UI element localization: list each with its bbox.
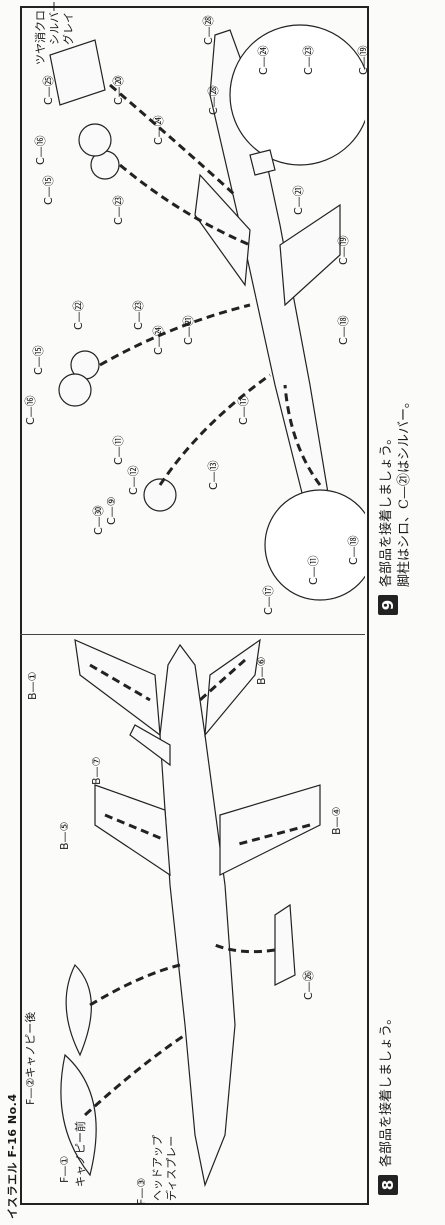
label-b5: B—⑤ (58, 821, 71, 850)
step-8-number: 8 (378, 1175, 398, 1195)
label-f1-name: キャノピー前 (74, 1121, 87, 1187)
part-c18b (249, 149, 276, 176)
label-c28: C—㉘ (207, 85, 220, 115)
wing-step9-upper (194, 173, 251, 287)
label-c25: C—㉕ (42, 75, 55, 105)
label-c15b: C—⑮ (42, 175, 55, 205)
step-8-text: 各部品を接着しましょう。 (379, 1011, 394, 1167)
label-c24b: C—㉔ (152, 115, 165, 145)
f16-fuselage-step8 (159, 643, 236, 1188)
wing-b4 (219, 784, 321, 876)
assembly-illustration (49, 24, 365, 1188)
label-c24c: C—㉔ (257, 45, 270, 75)
label-c23c: C—㉓ (302, 45, 315, 75)
label-c18: C—⑱ (337, 315, 350, 345)
label-c23b: C—㉓ (112, 195, 125, 225)
label-b1: B—① (26, 671, 39, 700)
step-9-text: 各部品を接着しましょう。 (379, 431, 394, 587)
label-c22: C—㉒ (72, 300, 85, 330)
label-c17: C—⑰ (237, 395, 250, 425)
label-gray: グレイ (62, 12, 75, 45)
label-c21: C—㉑ (182, 315, 195, 345)
tail-b7 (129, 724, 171, 767)
label-b7: B—⑦ (90, 756, 103, 785)
canopy-rear-f2 (65, 963, 92, 1057)
label-c26: C—㉖ (302, 970, 315, 1000)
label-f3: F—③ (135, 1177, 148, 1205)
wing-b5 (94, 784, 171, 877)
f16-fuselage-step9 (209, 29, 331, 566)
label-c12: C—⑫ (127, 465, 140, 495)
label-c28b: C—㉘ (202, 15, 215, 45)
wing-step9-lower (279, 203, 341, 307)
step-9-note: 脚柱はシロ、C—㉑はシルバー。 (397, 395, 412, 587)
label-c20: C—⑳ (112, 75, 125, 105)
label-c19: C—⑲ (337, 235, 350, 265)
detail-inset-nose (264, 489, 365, 601)
wheel-c16b (78, 123, 112, 157)
sheet-header: イスラエル F-16 No.4 (6, 1093, 19, 1219)
detail-inset-main (229, 24, 365, 166)
step-8-caption: 8 各部品を接着しましょう。 (378, 1012, 398, 1195)
label-c23: C—㉓ (132, 300, 145, 330)
label-f3-name2: ディスプレー (165, 1135, 178, 1201)
label-f2: F—②キャノピー後 (24, 1011, 37, 1105)
label-b6: B—⑥ (255, 656, 268, 685)
label-c11: C—⑪ (112, 435, 125, 465)
label-c21b: C—㉑ (292, 185, 305, 215)
label-c24: C—㉔ (152, 325, 165, 355)
tail-b6 (204, 638, 261, 737)
part-c20 (49, 39, 106, 106)
canopy-front-f1 (60, 1053, 97, 1177)
wheel-c9 (143, 478, 177, 512)
label-c16: C—⑯ (24, 395, 37, 425)
label-c9: C—⑨ (105, 496, 118, 525)
label-c19b: C—⑲ (357, 45, 370, 75)
step-9-number: 9 (378, 595, 398, 615)
label-c11b: C—⑪ (307, 555, 320, 585)
label-b4: B—④ (330, 806, 343, 835)
tail-b1 (74, 639, 161, 737)
step-9-caption: 9 各部品を接着しましょう。 脚柱はシロ、C—㉑はシルバー。 (378, 395, 414, 615)
label-c13: C—⑬ (207, 460, 220, 490)
label-c18b: C—⑱ (347, 535, 360, 565)
label-f1: F—① (58, 1155, 71, 1183)
label-c17b: C—⑰ (262, 585, 275, 615)
part-c26 (274, 903, 296, 986)
label-c16b: C—⑯ (34, 135, 47, 165)
wheel-c16 (58, 373, 92, 407)
label-c15: C—⑮ (32, 345, 45, 375)
label-c30: C—㉚ (92, 505, 105, 535)
